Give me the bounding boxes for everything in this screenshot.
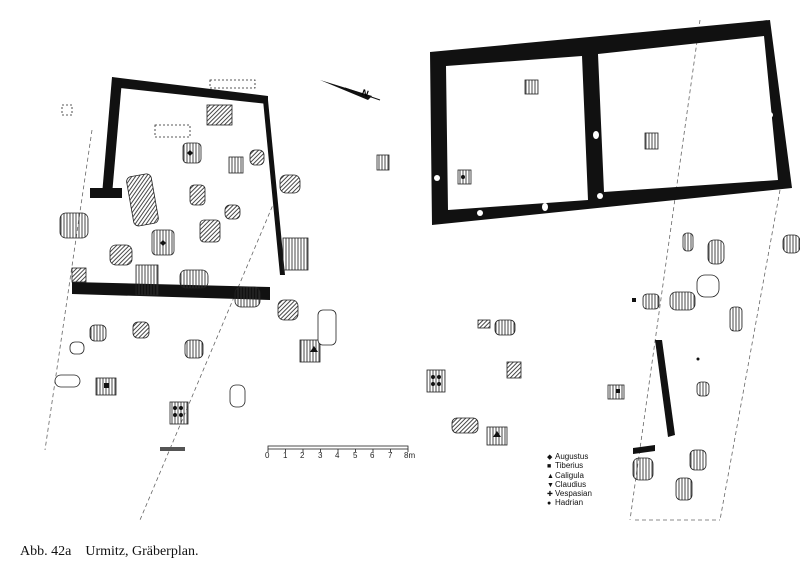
legend-label: Claudius [555, 479, 587, 489]
legend-label: Augustus [555, 452, 589, 461]
legend-symbol: ▼ [547, 481, 554, 489]
figure-title: Urmitz, Gräberplan. [85, 544, 199, 559]
legend-label: Hadrian [555, 498, 584, 508]
scale-label: 0 [265, 451, 270, 460]
north-arrow-icon [320, 80, 381, 101]
scale-label: 2 [300, 451, 305, 460]
scale-label: 5 [353, 451, 358, 460]
scale-label: 3 [318, 451, 323, 460]
wall-fragment-small [633, 445, 655, 454]
legend-item: ▲Caligula [547, 470, 592, 481]
coin-markers [104, 150, 700, 437]
right-building-walls [430, 20, 792, 225]
legend-symbol: ✚ [547, 491, 553, 499]
legend-item: ✚Vespasian [547, 490, 592, 499]
legend-label: Caligula [555, 470, 584, 480]
figure-caption: Abb. 42a Urmitz, Gräberplan. [20, 544, 198, 560]
wall-fragment [655, 340, 675, 437]
legend-item: ▼Claudius [547, 479, 592, 490]
coin-legend: ◆Augustus ■Tiberius ▲Caligula ▼Claudius … [547, 452, 592, 509]
scale-bar [267, 445, 409, 452]
legend-item: ●Hadrian [547, 499, 592, 508]
legend-item: ■Tiberius [547, 462, 592, 471]
legend-label: Tiberius [555, 461, 584, 471]
scale-label: 4 [335, 451, 340, 460]
legend-symbol: ◆ [547, 454, 553, 461]
sword-find [160, 447, 185, 451]
legend-symbol: ■ [547, 463, 552, 471]
scale-label: 1 [283, 451, 288, 460]
left-building-walls [72, 77, 285, 300]
scale-label: 6 [370, 451, 375, 460]
legend-symbol: ● [547, 500, 552, 508]
scale-label: 7 [388, 451, 393, 460]
legend-symbol: ▲ [547, 472, 554, 480]
figure-number: Abb. 42a [20, 544, 72, 559]
legend-item: ◆Augustus [547, 452, 592, 462]
legend-label: Vespasian [555, 489, 592, 499]
scale-label: 8m [404, 451, 416, 460]
